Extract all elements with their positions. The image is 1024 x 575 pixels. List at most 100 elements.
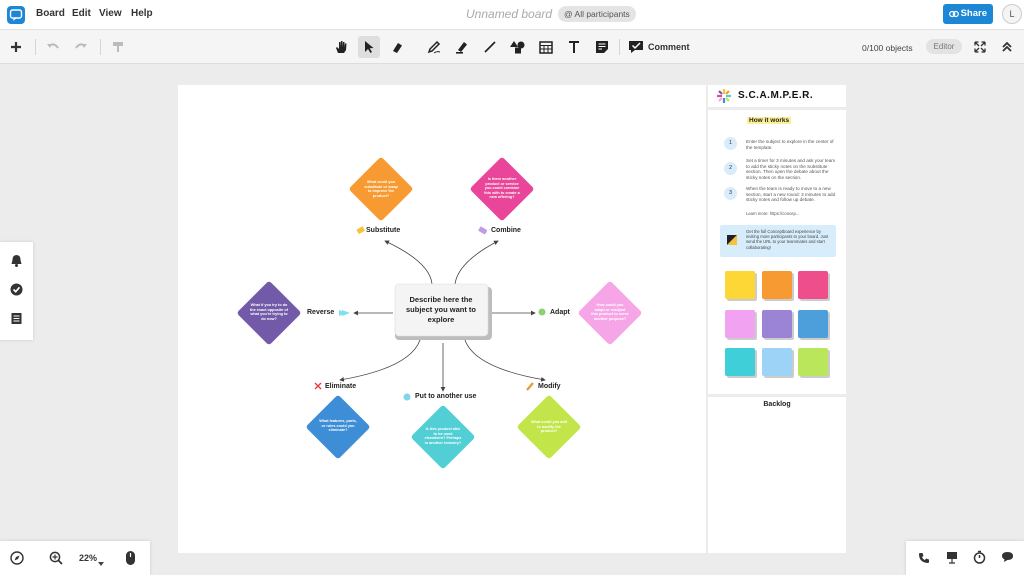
eraser-icon[interactable] [386,36,408,58]
menu-help[interactable]: Help [131,8,153,19]
top-bar: Board Edit View Help Unnamed board @ All… [0,0,1024,30]
eliminate-question: What features, parts, or rules could you… [319,419,357,433]
menu-board[interactable]: Board [36,8,65,19]
learn-more-link[interactable]: Learn more: https://concep... [746,211,800,216]
comment-label[interactable]: Comment [648,42,690,52]
bell-icon[interactable] [10,254,23,267]
add-icon[interactable] [5,36,27,58]
backlog-panel[interactable]: Backlog [708,397,846,553]
step-text: When the team is ready to move to a new … [746,186,836,202]
sticky-note-purple[interactable] [762,310,792,338]
modify-label: Modify [538,383,561,390]
timer-icon[interactable] [973,550,986,564]
compass-icon[interactable] [10,551,24,565]
left-tools-panel [0,242,33,340]
step-number: 1 [724,137,737,150]
table-icon[interactable] [535,36,557,58]
app-logo-icon[interactable] [7,6,25,24]
fit-screen-icon[interactable] [969,36,991,58]
promo-box[interactable]: Get the full Conceptboard experience by … [720,225,836,257]
hand-pan-icon[interactable] [330,36,352,58]
substitute-label: Substitute [366,227,401,234]
list-icon[interactable] [10,312,23,325]
sticky-note-green[interactable] [798,348,828,376]
select-pointer-icon[interactable] [358,36,380,58]
editor-badge[interactable]: Editor [926,39,962,54]
connector-modify [464,339,546,382]
connector-substitute [384,240,433,285]
check-circle-icon[interactable] [10,283,23,296]
comment-icon[interactable] [625,36,647,58]
diamond-modify[interactable] [516,394,581,459]
menu-edit[interactable]: Edit [72,8,91,19]
diamond-combine[interactable] [469,156,534,221]
board-name[interactable]: Unnamed board [466,7,553,21]
connector-eliminate [339,339,421,382]
template-title: S.C.A.M.P.E.R. [738,90,814,101]
format-painter-icon[interactable] [107,36,129,58]
reverse-icon [339,310,350,316]
how-it-works-title: How it works [747,117,792,124]
shapes-icon[interactable] [507,36,529,58]
phone-icon[interactable] [918,552,930,564]
mouse-icon[interactable] [125,550,136,566]
diamond-substitute[interactable] [348,156,413,221]
sticky-note-icon[interactable] [591,36,613,58]
combine-question: Is there another product or service you … [484,177,520,200]
center-text: Describe here the subject you want to ex… [405,295,476,324]
presentation-icon[interactable] [946,551,958,564]
sticky-note-pink[interactable] [798,271,828,299]
undo-icon[interactable] [42,36,64,58]
backlog-title: Backlog [763,401,791,408]
link-icon [949,10,959,18]
zoom-dropdown-icon[interactable] [98,562,104,567]
adapt-label: Adapt [550,309,570,316]
redo-icon[interactable] [70,36,92,58]
diamond-eliminate[interactable] [305,394,370,459]
collapse-toolbar-icon[interactable] [996,36,1018,58]
line-icon[interactable] [479,36,501,58]
chat-icon[interactable] [1001,551,1014,563]
substitute-question: What could you substitute or swap to imp… [364,180,398,198]
adapt-question: How could you adapt or readjust this pro… [591,303,629,321]
center-card[interactable] [394,283,489,337]
combine-label: Combine [491,227,521,234]
pen-icon[interactable] [423,36,445,58]
participants-filter[interactable]: @ All participants [558,6,636,22]
sticky-note-yellow[interactable] [725,271,755,299]
zoom-in-icon[interactable] [49,551,63,565]
put-to-use-question: Is this product able to be used elsewher… [424,427,462,445]
diamond-adapt[interactable] [577,280,642,345]
put-to-use-icon [403,393,411,401]
reverse-question: What if you try to do the exact opposite… [250,303,288,321]
reverse-label: Reverse [307,309,335,316]
highlighter-icon[interactable] [451,36,473,58]
step-text: Set a timer for 3 minutes and ask your t… [746,158,836,180]
eliminate-label: Eliminate [325,383,357,390]
combine-icon [478,226,488,235]
navigation-bar: 22% [0,541,150,575]
diamond-reverse[interactable] [236,280,301,345]
sticky-note-orange[interactable] [762,271,792,299]
step-text: Enter the subject to explore in the cent… [746,139,834,150]
avatar[interactable]: L [1002,4,1022,24]
modify-question: What could you add to modify the product… [530,420,568,434]
sticky-note-cyan[interactable] [725,348,755,376]
connector-combine [454,240,499,285]
zoom-level[interactable]: 22% [79,553,98,563]
modify-icon [526,382,534,391]
text-icon[interactable] [563,36,585,58]
menu-view[interactable]: View [99,8,122,19]
sticky-note-blue[interactable] [798,310,828,338]
object-counter: 0/100 objects [862,43,913,53]
scamper-logo-icon [717,89,731,103]
share-button[interactable]: Share [943,4,993,24]
template-title-panel[interactable]: S.C.A.M.P.E.R. [708,85,846,107]
sticky-note-light-pink[interactable] [725,310,755,338]
step-number: 3 [724,187,737,200]
sticky-note-light-blue[interactable] [762,348,792,376]
diamond-put-to-use[interactable] [410,404,475,469]
toolbar-divider [35,39,36,55]
toolbar-divider [100,39,101,55]
